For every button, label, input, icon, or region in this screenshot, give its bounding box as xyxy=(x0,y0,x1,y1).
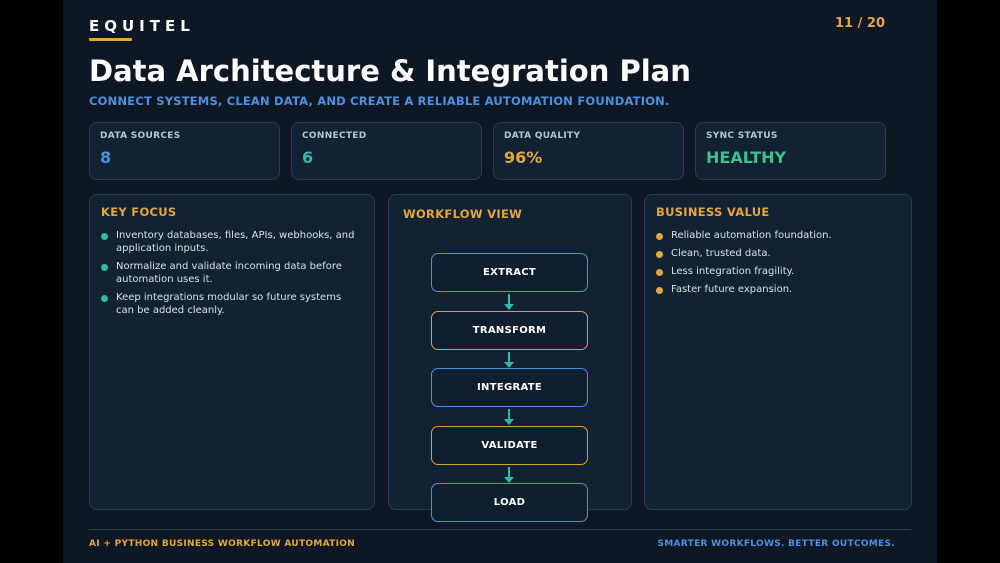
bullet-dot-icon xyxy=(656,269,663,276)
footer-tagline-left: AI + PYTHON BUSINESS WORKFLOW AUTOMATION xyxy=(89,539,356,549)
list-item-text: Keep integrations modular so future syst… xyxy=(116,292,342,316)
stat-value: 96% xyxy=(504,148,543,167)
list-item: Clean, trusted data. xyxy=(656,247,899,260)
list-item: Normalize and validate incoming data bef… xyxy=(101,260,362,286)
page-subtitle: CONNECT SYSTEMS, CLEAN DATA, AND CREATE … xyxy=(89,94,670,108)
list-item: Faster future expansion. xyxy=(656,283,899,296)
footer-tagline-right: SMARTER WORKFLOWS. BETTER OUTCOMES. xyxy=(657,539,895,549)
workflow-panel: WORKFLOW VIEW EXTRACT TRANSFORM INTEGRAT… xyxy=(388,194,632,522)
bullet-dot-icon xyxy=(656,287,663,294)
stat-label: CONNECTED xyxy=(302,131,367,141)
list-item-text: Reliable automation foundation. xyxy=(671,230,832,241)
bullet-dot-icon xyxy=(656,233,663,240)
flow-arrow-icon xyxy=(504,467,514,483)
flow-step-transform: TRANSFORM xyxy=(431,311,588,350)
bullet-dot-icon xyxy=(101,233,108,240)
list-item-text: Faster future expansion. xyxy=(671,284,793,295)
brand-logo: EQUITEL xyxy=(89,17,195,35)
stat-value: 8 xyxy=(100,148,112,167)
stat-card-sync-status: SYNC STATUS HEALTHY xyxy=(695,122,886,180)
flow-step-integrate: INTEGRATE xyxy=(431,368,588,407)
business-value-list: Reliable automation foundation. Clean, t… xyxy=(656,229,899,301)
list-item: Keep integrations modular so future syst… xyxy=(101,291,362,317)
bullet-dot-icon xyxy=(101,295,108,302)
key-focus-title: KEY FOCUS xyxy=(101,205,177,219)
stat-card-data-quality: DATA QUALITY 96% xyxy=(493,122,684,180)
key-focus-list: Inventory databases, files, APIs, webhoo… xyxy=(101,229,362,322)
stat-value: HEALTHY xyxy=(706,148,787,167)
list-item: Less integration fragility. xyxy=(656,265,899,278)
list-item-text: Clean, trusted data. xyxy=(671,248,771,259)
brand-underline xyxy=(89,38,132,41)
bullet-dot-icon xyxy=(101,264,108,271)
page-indicator: 11 / 20 xyxy=(835,16,885,31)
page-title: Data Architecture & Integration Plan xyxy=(89,54,691,88)
stat-value: 6 xyxy=(302,148,314,167)
stat-card-data-sources: DATA SOURCES 8 xyxy=(89,122,280,180)
stat-label: DATA QUALITY xyxy=(504,131,581,141)
flow-step-extract: EXTRACT xyxy=(431,253,588,292)
slide: EQUITEL 11 / 20 Data Architecture & Inte… xyxy=(63,0,937,563)
business-value-panel: BUSINESS VALUE Reliable automation found… xyxy=(644,194,912,510)
list-item-text: Normalize and validate incoming data bef… xyxy=(116,261,342,285)
list-item-text: Inventory databases, files, APIs, webhoo… xyxy=(116,230,355,254)
flow-arrow-icon xyxy=(504,294,514,310)
key-focus-panel: KEY FOCUS Inventory databases, files, AP… xyxy=(89,194,375,510)
list-item-text: Less integration fragility. xyxy=(671,266,795,277)
bullet-dot-icon xyxy=(656,251,663,258)
workflow-title: WORKFLOW VIEW xyxy=(403,207,523,221)
stat-label: DATA SOURCES xyxy=(100,131,181,141)
flow-arrow-icon xyxy=(504,409,514,425)
business-value-title: BUSINESS VALUE xyxy=(656,205,770,219)
list-item: Inventory databases, files, APIs, webhoo… xyxy=(101,229,362,255)
flow-step-validate: VALIDATE xyxy=(431,426,588,465)
stat-label: SYNC STATUS xyxy=(706,131,778,141)
stat-card-connected: CONNECTED 6 xyxy=(291,122,482,180)
list-item: Reliable automation foundation. xyxy=(656,229,899,242)
flow-step-load: LOAD xyxy=(431,483,588,522)
footer-divider xyxy=(89,529,911,530)
flow-arrow-icon xyxy=(504,352,514,368)
